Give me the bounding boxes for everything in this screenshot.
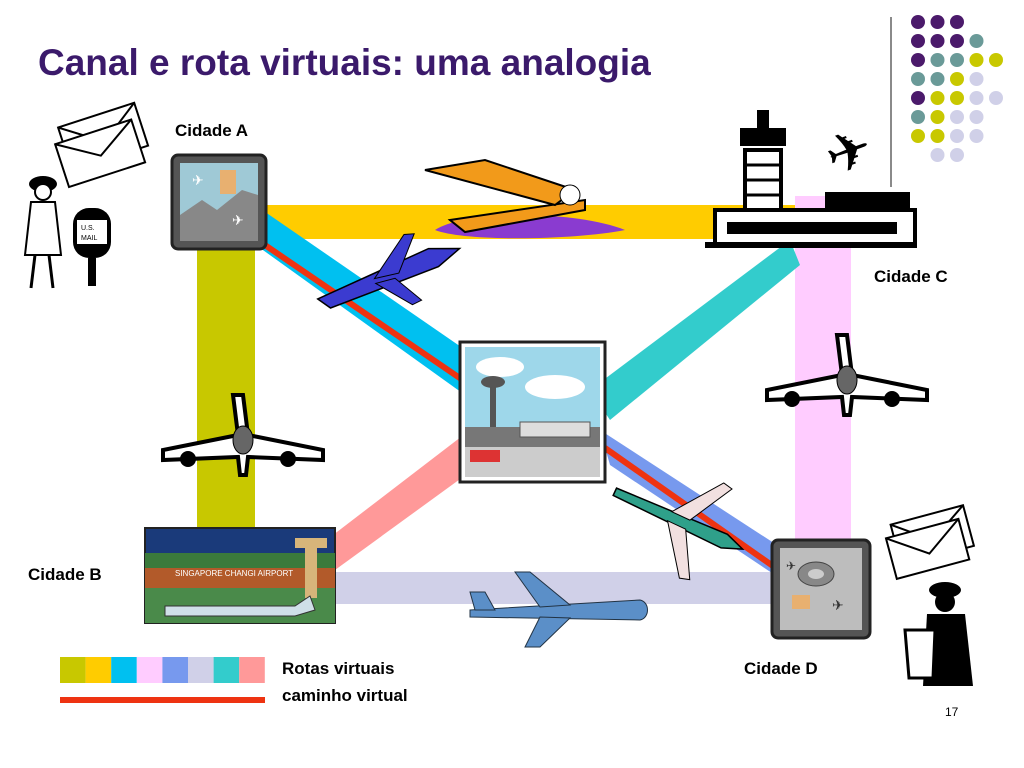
- postman-icon: [903, 582, 973, 686]
- svg-text:✈: ✈: [192, 172, 204, 188]
- city-c-label: Cidade C: [874, 267, 948, 286]
- decorative-dot: [911, 129, 925, 143]
- decorative-dot: [930, 15, 945, 29]
- route-a-b: [197, 240, 255, 540]
- route-center-c: [590, 240, 800, 420]
- city-a-label: Cidade A: [175, 121, 249, 140]
- city-d-label: Cidade D: [744, 659, 818, 678]
- jet-icon: [612, 482, 745, 581]
- virtual-path-1: [238, 225, 472, 388]
- svg-text:MAIL: MAIL: [81, 235, 97, 242]
- airplane-icon: [161, 393, 325, 477]
- decorative-dot: [950, 53, 964, 67]
- legend-route-swatch: [213, 657, 240, 683]
- decorative-dot: [930, 34, 945, 48]
- legend-route-swatch: [60, 657, 86, 683]
- legend-route-swatch: [85, 657, 112, 683]
- legend-virtual-path-label: caminho virtual: [282, 686, 408, 705]
- slide-title: Canal e rota virtuais: uma analogia: [38, 42, 651, 83]
- airplane-icon: [469, 571, 648, 648]
- decorative-dot: [989, 53, 1003, 67]
- svg-text:SINGAPORE CHANGI AIRPORT: SINGAPORE CHANGI AIRPORT: [175, 569, 293, 578]
- page-number: 17: [945, 705, 959, 719]
- legend-route-swatch: [239, 657, 265, 683]
- decorative-dot: [930, 91, 945, 105]
- letter-icon: [53, 101, 150, 189]
- svg-text:✈: ✈: [232, 212, 244, 228]
- title-divider-line: [890, 17, 892, 187]
- decorative-dot: [950, 129, 964, 143]
- decorative-dot: [950, 15, 964, 29]
- decorative-dot: [911, 15, 925, 29]
- decorative-dot: [930, 110, 945, 124]
- decorative-dot: [969, 72, 984, 86]
- map-icon: ✈ ✈: [170, 153, 268, 251]
- decorative-dot: [969, 129, 984, 143]
- decorative-dot: [930, 53, 945, 67]
- svg-text:✈: ✈: [832, 597, 844, 613]
- airport-icon: [458, 340, 607, 484]
- legend-virtual-path-line: [60, 697, 265, 703]
- decorative-dot: [950, 110, 964, 124]
- decorative-dot: [911, 110, 925, 124]
- jet-icon: [316, 233, 462, 309]
- decorative-dot: [969, 34, 984, 48]
- decorative-dot: [930, 72, 945, 86]
- airplane-icon: [765, 333, 929, 417]
- route-b-center: [320, 430, 500, 570]
- decorative-dot: [911, 53, 925, 67]
- control-tower-icon: [705, 110, 917, 248]
- decorative-dot: [911, 91, 925, 105]
- decorative-dot: [911, 34, 925, 48]
- svg-text:✈: ✈: [786, 559, 796, 573]
- legend-route-swatch: [111, 657, 137, 683]
- decorative-dot: [950, 72, 964, 86]
- legend-route-swatch: [162, 657, 188, 683]
- svg-text:U.S.: U.S.: [81, 225, 95, 232]
- mailbox-icon: U.S. MAIL: [23, 176, 111, 289]
- airport-icon: SINGAPORE CHANGI AIRPORT: [144, 527, 336, 624]
- letter-icon: [884, 504, 976, 581]
- seaplane-icon: [424, 158, 625, 239]
- decorative-dot: [930, 148, 945, 162]
- legend-route-swatch: [136, 657, 163, 683]
- decorative-dot: [930, 129, 945, 143]
- decorative-dot: [969, 53, 984, 67]
- decorative-dot: [950, 91, 964, 105]
- decorative-dot: [969, 110, 984, 124]
- decorative-dot: [950, 34, 964, 48]
- city-b-label: Cidade B: [28, 565, 102, 584]
- decorative-dot: [950, 148, 964, 162]
- decorative-dot: [989, 91, 1003, 105]
- legend-virtual-routes-label: Rotas virtuais: [282, 659, 395, 678]
- map-icon: ✈ ✈: [770, 538, 872, 640]
- decorative-dot: [969, 91, 984, 105]
- legend-route-swatch: [188, 657, 214, 683]
- decorative-dot: [911, 72, 925, 86]
